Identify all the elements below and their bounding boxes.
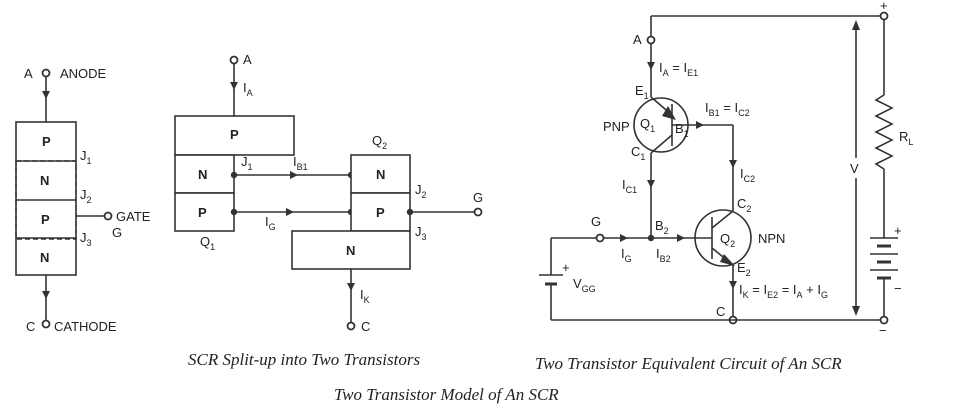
eq-current-ik: IK = IE2 = IA + IG [739,282,828,300]
eq-pnp-label: PNP [603,119,630,134]
eq-e1: E1 [635,83,649,101]
gate-terminal [103,211,113,221]
eq-anode-terminal [646,35,656,45]
two-transistor-equivalent-circuit: + A IA = IE1 E1 PNP Q1 B1 C1 IB1 = IC2 I… [535,0,913,373]
gate-letter: G [112,225,122,240]
scr-layer-structure: A ANODE P N P N J1 J2 J3 GATE G C CATHOD… [15,66,151,334]
eq-cathode-letter: C [716,304,725,319]
eq-e2: E2 [737,260,751,278]
split-layer-n-bottom: N [346,243,355,258]
load-resistor-rl [874,94,894,170]
q2-n-bottom-layer [291,230,411,270]
split-current-ik: IK [360,287,370,305]
eq-b2: B2 [655,218,669,236]
battery-minus: − [894,281,902,296]
split-anode-terminal [229,55,239,65]
split-gate-letter: G [473,190,483,205]
layer-n2: N [40,250,49,265]
gate-label: GATE [116,209,151,224]
split-layer-p-top: P [230,127,239,142]
eq-anode-letter: A [633,32,642,47]
eq-q1: Q1 [640,116,655,134]
split-q1: Q1 [200,234,215,252]
split-layer-p-right: P [376,205,385,220]
junction-j2: J2 [80,187,92,205]
eq-rl: RL [899,129,913,147]
eq-gate-terminal [595,233,605,243]
split-cathode-letter: C [361,319,370,334]
gate-region-outline [15,160,77,240]
eq-current-ic2: IC2 [740,166,755,184]
eq-current-ic1: IC1 [622,177,637,195]
anode-terminal [41,68,51,78]
split-current-ia: IA [243,80,253,98]
vgg-plus: + [562,260,570,275]
supply-negative-terminal [879,315,889,325]
layer-n1: N [40,173,49,188]
supply-positive-terminal [879,11,889,21]
split-layer-p-left: P [198,205,207,220]
supply-plus: + [880,0,888,13]
supply-minus: − [879,323,887,338]
battery-plus: + [894,223,902,238]
scr-split-up: A IA P N P Q1 J1 IB1 IG Q2 N P N J2 J3 [174,52,483,369]
anode-label: ANODE [60,66,107,81]
split-caption: SCR Split-up into Two Transistors [188,350,420,369]
split-gate-terminal [473,207,483,217]
eq-current-ib2: IB2 [656,246,671,264]
equivalent-caption: Two Transistor Equivalent Circuit of An … [535,354,842,373]
eq-gate-letter: G [591,214,601,229]
eq-c1: C1 [631,144,645,162]
split-anode-letter: A [243,52,252,67]
eq-current-ia: IA = IE1 [659,60,698,78]
split-layer-n-left: N [198,167,207,182]
cathode-letter: C [26,319,35,334]
eq-q2: Q2 [720,231,735,249]
eq-current-ig: IG [621,246,632,264]
split-j2: J2 [415,182,427,200]
cathode-terminal [41,319,51,329]
eq-current-ib1: IB1 = IC2 [705,100,750,118]
split-j3: J3 [415,224,427,242]
q2-p-layer [350,192,411,232]
split-current-ib1: IB1 [293,154,308,172]
eq-npn-label: NPN [758,231,785,246]
split-j1: J1 [241,154,253,172]
cathode-label: CATHODE [54,319,117,334]
junction-j3: J3 [80,230,92,248]
layer-p1: P [42,134,51,149]
layer-p2: P [41,212,50,227]
eq-c2: C2 [737,196,751,214]
split-current-ig: IG [265,214,276,232]
main-caption: Two Transistor Model of An SCR [334,385,559,404]
junction-j1: J1 [80,148,92,166]
supply-battery [870,237,898,280]
anode-letter: A [24,66,33,81]
eq-b1: B1 [675,121,689,139]
eq-voltage-v: V [850,161,859,176]
split-layer-n-right: N [376,167,385,182]
eq-vgg: VGG [573,276,596,294]
split-cathode-terminal [346,321,356,331]
split-q2: Q2 [372,133,387,151]
